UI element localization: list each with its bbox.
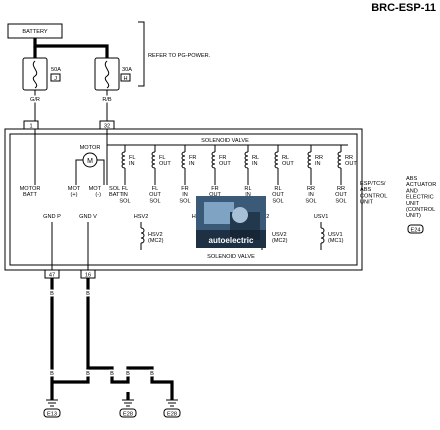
label-hsv2: HSV2 <box>134 214 149 220</box>
solenoid-coil-icon <box>307 151 312 169</box>
terminal-label: MOT(+) <box>68 186 81 198</box>
motor-symbol: M <box>87 158 93 165</box>
solenoid-valve-label-top: SOLENOID VALVE <box>201 138 249 144</box>
watermark-text: autoelectric <box>209 236 254 245</box>
fuse-icon <box>32 60 38 89</box>
usv1-valve-label: USV1(MC1) <box>328 232 344 244</box>
usv1-coil-icon <box>320 227 325 244</box>
connector-32-label: 32 <box>104 124 110 130</box>
ground-connector-label: E13 <box>47 412 57 418</box>
motor-wire-minus <box>97 159 105 185</box>
control-unit-inner <box>9 133 358 266</box>
fuse2-id-box <box>120 73 131 82</box>
motor-label: MOTOR <box>80 145 101 151</box>
ground-connector-box <box>43 408 61 418</box>
solenoid-valve-label-bottom: SOLENOID VALVE <box>207 254 255 260</box>
fuse1-rating: 50A <box>51 67 61 73</box>
terminal-label: MOT(-) <box>89 186 102 198</box>
actuator-connector-box <box>407 224 424 234</box>
label-usv1: USV1 <box>314 214 329 220</box>
refer-bracket <box>138 21 145 87</box>
ground-wire-v <box>86 278 174 392</box>
wire-color-b: B <box>50 371 54 377</box>
motor-wire-plus <box>75 159 83 185</box>
ground-symbols: E13 E28 E28 <box>43 392 181 418</box>
ground-connector-label: E28 <box>123 412 133 418</box>
watermark-image <box>196 196 266 248</box>
diagram-code: BRC-ESP-11 <box>371 2 436 14</box>
solenoid-coil-icon <box>121 151 126 169</box>
hsv2-coil-icon <box>140 227 145 244</box>
refer-note: REFER TO PG-POWER. <box>148 53 211 59</box>
actuator-connector: E24 <box>411 228 421 234</box>
ground-connector-box <box>119 408 137 418</box>
solenoid-coil-icon <box>337 151 342 169</box>
wire-color-b: B <box>86 371 90 377</box>
hsv2-valve-label: HSV2(MC2) <box>148 232 164 244</box>
fuse-30a-h <box>94 57 120 91</box>
label-gnd-p: GND P <box>43 214 61 220</box>
solenoid-coil-icon <box>274 151 279 169</box>
wire-color-b: B <box>50 291 54 297</box>
usv2-valve-label: USV2(MC2) <box>272 232 288 244</box>
fuse-50a-j <box>22 57 48 91</box>
solenoid-coil-icon <box>244 151 249 169</box>
solenoid-coil-icon <box>151 151 156 169</box>
battery-feed-wire <box>33 38 109 58</box>
fuse2-rating: 30A <box>122 67 132 73</box>
wire-color-b: B <box>110 371 114 377</box>
ground-icon <box>166 399 178 407</box>
battery-label: BATTERY <box>22 29 48 35</box>
wire-color-b: B <box>126 371 130 377</box>
solenoid-coil-icon <box>211 151 216 169</box>
connector-47-label: 47 <box>49 273 55 279</box>
ground-wire-join <box>52 368 90 384</box>
ground-connector-label: E28 <box>167 412 177 418</box>
fuse1-id-box <box>50 73 61 82</box>
wire-color-b: B <box>86 291 90 297</box>
connector-1-label: 1 <box>29 124 32 130</box>
solenoid-coil-icon <box>181 151 186 169</box>
ground-wire-labels: B B B B B B B <box>49 290 156 379</box>
fuse1-id: J <box>54 76 57 82</box>
ground-icon <box>122 399 134 407</box>
wire-color-rb: R/B <box>102 97 112 103</box>
wire-color-gr: G/R <box>30 97 40 103</box>
fuse-icon <box>104 60 110 89</box>
label-gnd-v: GND V <box>79 214 97 220</box>
connector-16-label: 16 <box>85 273 91 279</box>
control-unit-outer <box>4 128 363 271</box>
ground-icon <box>46 399 58 407</box>
fuse2-id: H <box>123 76 127 82</box>
wire-color-b: B <box>150 371 154 377</box>
ground-connector-box <box>163 408 181 418</box>
